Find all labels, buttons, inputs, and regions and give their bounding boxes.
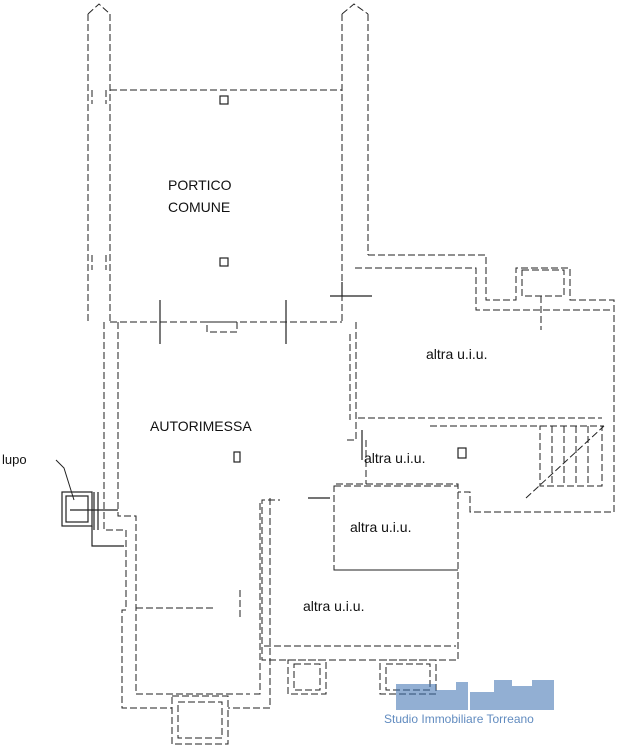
room-label-altra-uiu-2: altra u.i.u. (364, 450, 425, 466)
room-label-autorimessa: AUTORIMESSA (150, 418, 252, 434)
room-label-portico-line1: PORTICO (168, 177, 232, 193)
watermark: Studio Immobiliare Torreano (384, 680, 554, 726)
room-label-portico-line2: COMUNE (168, 199, 230, 215)
watermark-text: Studio Immobiliare Torreano (384, 712, 534, 726)
room-label-altra-uiu-1: altra u.i.u. (426, 346, 487, 362)
leader-lines (55, 459, 75, 501)
walls-solid (61, 95, 467, 547)
note-label-lupo: lupo (2, 452, 27, 467)
room-label-altra-uiu-4: altra u.i.u. (303, 598, 364, 614)
walls-dashed (87, 3, 615, 745)
room-label-altra-uiu-3: altra u.i.u. (350, 519, 411, 535)
room-labels: PORTICO COMUNE AUTORIMESSA altra u.i.u. … (2, 177, 487, 614)
skyline-logo-icon (396, 680, 554, 710)
